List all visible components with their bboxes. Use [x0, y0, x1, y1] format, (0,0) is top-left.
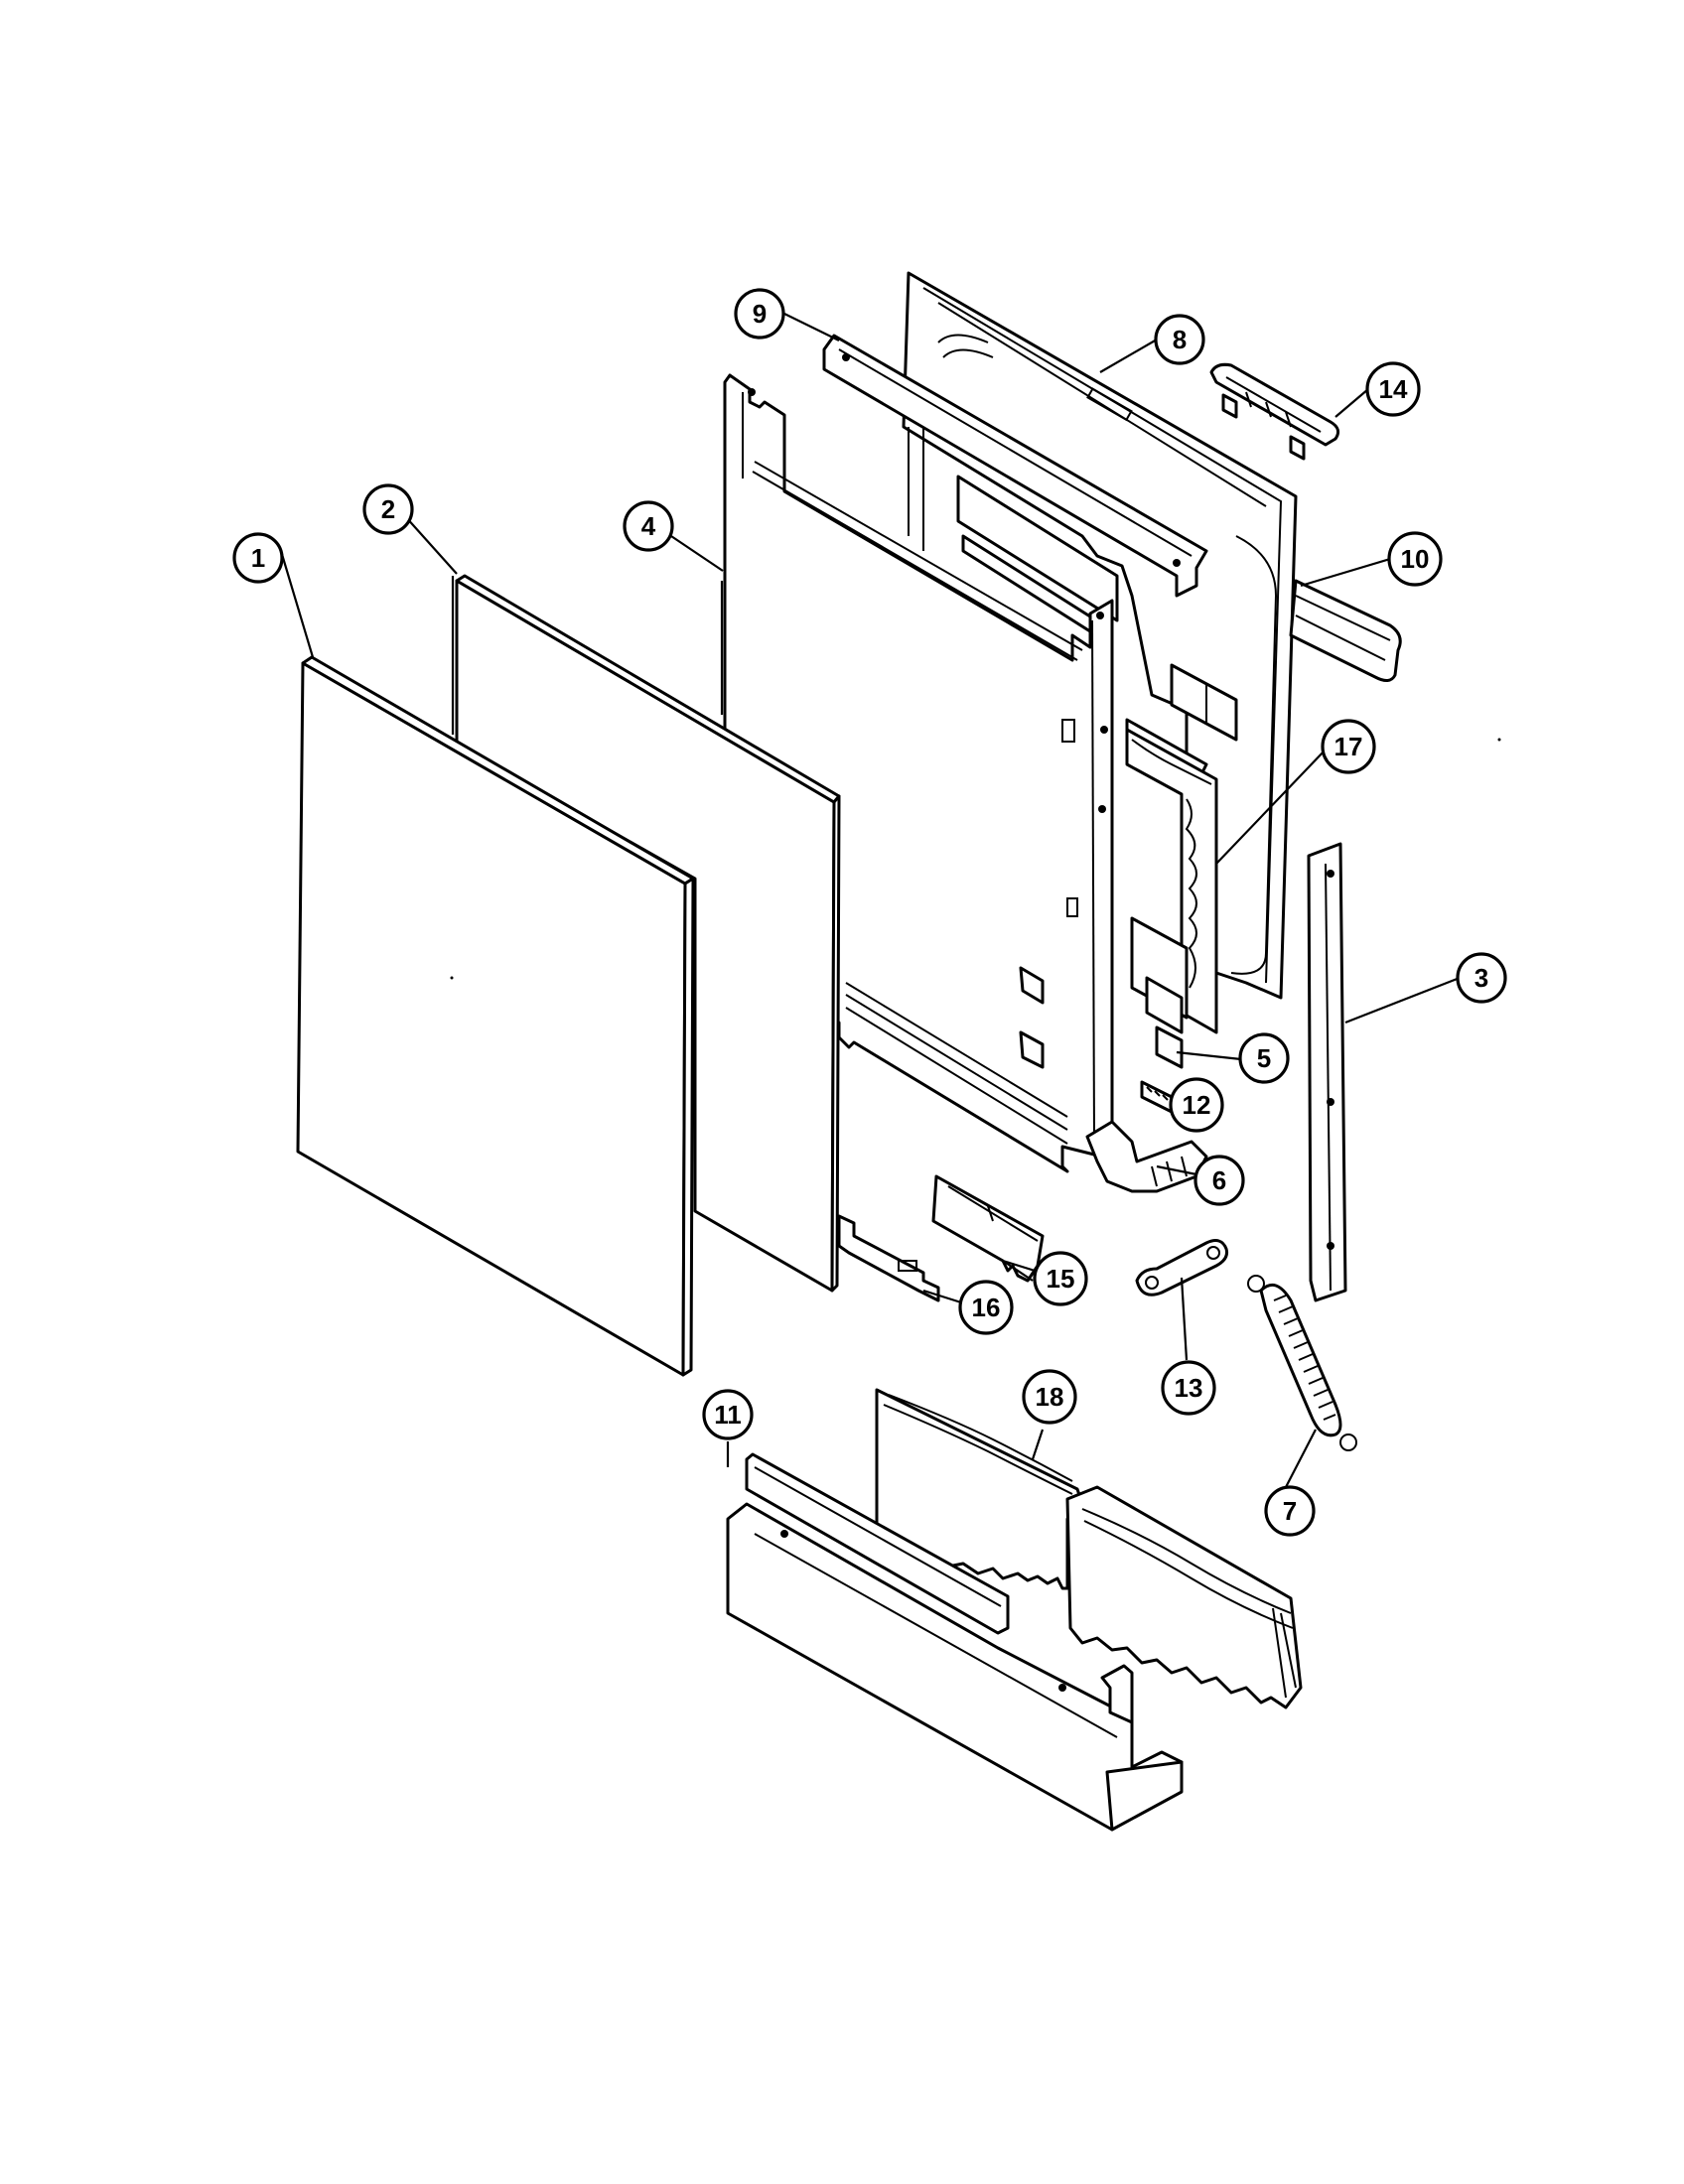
callout-12-label: 12 — [1183, 1090, 1211, 1120]
callout-4: 4 — [623, 500, 674, 552]
part-10-channel — [1289, 579, 1402, 682]
callout-18-label: 18 — [1036, 1382, 1064, 1412]
part-5-latch-block — [1130, 916, 1189, 1069]
callout-15-label: 15 — [1047, 1264, 1075, 1294]
callout-14: 14 — [1365, 361, 1421, 417]
callout-4-label: 4 — [641, 511, 656, 541]
callout-16-label: 16 — [972, 1293, 1001, 1322]
callout-3-label: 3 — [1474, 963, 1488, 993]
callout-13-label: 13 — [1175, 1373, 1203, 1403]
liner-ribs — [956, 475, 1238, 776]
callout-12: 12 — [1169, 1077, 1224, 1133]
part-13-link — [1135, 1239, 1228, 1297]
callout-14-label: 14 — [1379, 374, 1408, 404]
part-18-insulation-blanket — [875, 1388, 1303, 1709]
scan-speck — [450, 976, 454, 980]
callout-7: 7 — [1264, 1485, 1316, 1537]
callout-2: 2 — [362, 483, 414, 535]
callout-13: 13 — [1161, 1360, 1216, 1416]
callout-6-label: 6 — [1212, 1165, 1226, 1195]
part-6-hinge — [1085, 1120, 1208, 1193]
callout-10: 10 — [1387, 531, 1443, 587]
callout-18: 18 — [1022, 1369, 1077, 1425]
callout-1: 1 — [232, 532, 284, 584]
callout-11: 11 — [702, 1389, 754, 1440]
callout-1-label: 1 — [251, 543, 265, 573]
scan-speck — [1497, 738, 1501, 742]
callout-10-label: 10 — [1401, 544, 1430, 574]
callout-8-label: 8 — [1173, 325, 1187, 354]
part-9-top-rail — [822, 334, 1208, 598]
callout-5-label: 5 — [1257, 1043, 1271, 1073]
callout-16: 16 — [958, 1280, 1014, 1335]
callout-9-label: 9 — [753, 299, 767, 329]
part-7-spring — [1247, 1275, 1357, 1451]
part-16-small-bracket — [837, 1214, 940, 1302]
part-11-bottom-trim — [726, 1452, 1184, 1832]
callout-6: 6 — [1193, 1155, 1245, 1206]
part-14-handle-bracket — [1209, 362, 1340, 461]
part-15-bracket-plate — [931, 1174, 1045, 1283]
callout-17: 17 — [1321, 719, 1376, 774]
part-2-door-panel — [455, 574, 841, 1293]
callout-3: 3 — [1456, 952, 1507, 1004]
callout-17-label: 17 — [1334, 732, 1363, 761]
part-3-side-rail — [1307, 842, 1347, 1302]
callout-9: 9 — [734, 288, 785, 340]
part-1-outer-door-panel — [296, 655, 695, 1377]
callout-8: 8 — [1154, 314, 1205, 365]
callout-5: 5 — [1238, 1032, 1290, 1084]
callout-2-label: 2 — [381, 494, 395, 524]
callout-15: 15 — [1033, 1251, 1088, 1306]
callout-7-label: 7 — [1283, 1496, 1297, 1526]
callout-11-label: 11 — [714, 1400, 742, 1430]
